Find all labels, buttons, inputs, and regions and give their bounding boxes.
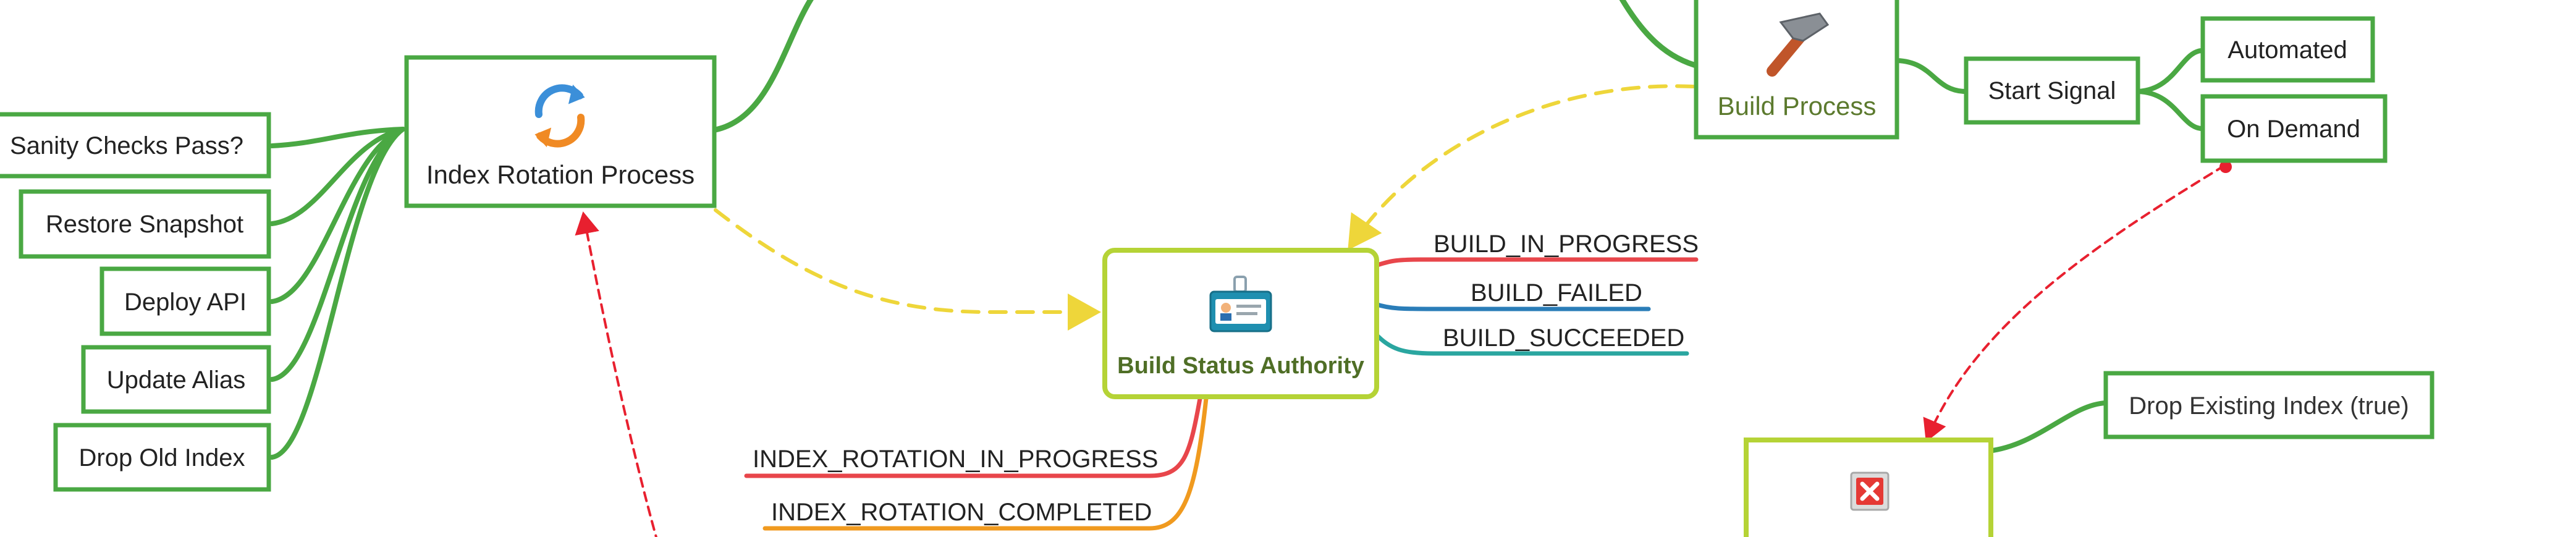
node-build-process-label: Build Process: [1718, 91, 1877, 121]
node-deploy-api-label: Deploy API: [124, 289, 247, 316]
node-update-alias-label: Update Alias: [107, 366, 246, 394]
red-x-icon: [1850, 471, 1890, 511]
node-on-demand[interactable]: On Demand: [2200, 94, 2388, 163]
node-drop-index[interactable]: [1744, 438, 1993, 537]
node-update-alias-box: [81, 345, 271, 414]
node-index-rotation[interactable]: Index Rotation Process: [404, 55, 717, 208]
node-build-process[interactable]: Build Process: [1694, 0, 1899, 140]
node-on-demand-box: [2200, 94, 2388, 163]
relationship-build-to-authority: [1348, 84, 1695, 250]
node-on-demand-label: On Demand: [2227, 116, 2360, 143]
node-sanity-checks[interactable]: Sanity Checks Pass?: [0, 112, 271, 179]
node-automated-box: [2200, 16, 2375, 83]
node-build-status-label: Build Status Authority: [1117, 353, 1364, 379]
connector-index-in-progress: [744, 396, 1202, 478]
relationship-offscreen-to-index: [575, 211, 658, 537]
hammer-icon: [1767, 12, 1830, 77]
node-drop-existing-box: [2103, 371, 2435, 439]
relationship-start-dot: [2219, 161, 2232, 173]
status-labels: BUILD_IN_PROGRESS BUILD_FAILED BUILD_SUC…: [753, 230, 1699, 526]
status-build-in-progress[interactable]: BUILD_IN_PROGRESS: [1434, 230, 1699, 258]
status-build-failed[interactable]: BUILD_FAILED: [1471, 279, 1642, 307]
node-automated[interactable]: Automated: [2200, 16, 2375, 83]
connector-index-completed: [762, 396, 1209, 531]
connector-automated: [2135, 48, 2203, 94]
connector-drop-old-index: [269, 127, 405, 460]
node-drop-existing[interactable]: Drop Existing Index (true): [2103, 371, 2435, 439]
node-update-alias[interactable]: Update Alias: [81, 345, 271, 414]
left-children: Sanity Checks Pass? Restore Snapshot Dep…: [0, 112, 271, 492]
relationship-index-to-authority: [714, 208, 1101, 331]
connector-deploy-api: [269, 127, 405, 304]
status-index-in-progress[interactable]: INDEX_ROTATION_IN_PROGRESS: [753, 446, 1158, 473]
connector-update-alias: [269, 127, 405, 382]
connector-start-signal: [1894, 58, 1969, 94]
node-drop-old-index-label: Drop Old Index: [78, 444, 245, 471]
relationship-ondemand-to-drop: [1923, 164, 2226, 442]
node-restore-snapshot-box: [19, 189, 271, 259]
node-restore-snapshot[interactable]: Restore Snapshot: [19, 189, 271, 259]
status-build-succeeded[interactable]: BUILD_SUCCEEDED: [1443, 324, 1684, 352]
node-deploy-api-box: [99, 266, 271, 336]
node-drop-existing-label: Drop Existing Index (true): [2129, 392, 2409, 420]
node-sanity-checks-box: [0, 112, 271, 179]
node-restore-snapshot-label: Restore Snapshot: [46, 211, 243, 238]
connector-build-succeeded: [1373, 331, 1689, 356]
node-start-signal-box: [1964, 56, 2140, 125]
connector-index-rotation-parent: [712, 0, 814, 133]
status-index-completed[interactable]: INDEX_ROTATION_COMPLETED: [771, 499, 1152, 526]
node-drop-old-index[interactable]: Drop Old Index: [53, 423, 271, 492]
node-start-signal[interactable]: Start Signal: [1964, 56, 2140, 125]
connector-restore-snapshot: [269, 127, 405, 226]
node-deploy-api[interactable]: Deploy API: [99, 266, 271, 336]
node-index-rotation-box: [404, 55, 717, 208]
node-index-rotation-label: Index Rotation Process: [426, 160, 695, 189]
refresh-arrows-icon: [534, 84, 585, 148]
connector-build-failed: [1373, 302, 1651, 311]
node-build-status-authority[interactable]: Build Status Authority: [1102, 248, 1379, 399]
node-automated-label: Automated: [2228, 36, 2347, 64]
node-sanity-checks-label: Sanity Checks Pass?: [10, 132, 243, 159]
id-badge-icon: [1209, 276, 1272, 332]
node-drop-old-index-box: [53, 423, 271, 492]
connector-build-in-progress: [1373, 257, 1699, 268]
connector-sanity-checks: [269, 127, 405, 148]
node-start-signal-label: Start Signal: [1988, 77, 2116, 104]
connectors: [269, 0, 2232, 537]
connector-drop-existing: [1986, 400, 2108, 454]
connector-on-demand: [2135, 89, 2203, 131]
connector-build-process-parent: [1619, 0, 1704, 70]
